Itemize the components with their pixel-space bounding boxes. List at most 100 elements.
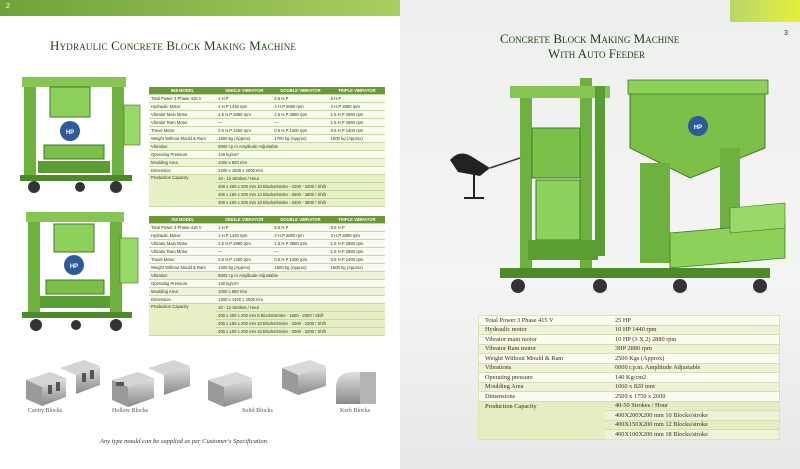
table-cell: Vibrator Ram Motor xyxy=(149,247,217,256)
table-cell: Vibrator Ram Motor xyxy=(149,118,217,127)
table-header-cell: DOUBLE VIBRATOR xyxy=(272,216,329,224)
machine-760-image: HP xyxy=(22,212,139,331)
table-row: Vibrator Ram Motor——1.5 H.P 2880 rpm xyxy=(149,247,385,256)
table-cell: 6000 r.p.m Amplitude Adjustable xyxy=(216,142,385,151)
table-cell: 1700 kg (Approx) xyxy=(272,134,329,143)
svg-text:HP: HP xyxy=(70,264,78,270)
spec-label: Vibrations xyxy=(485,364,512,372)
table-cell: — xyxy=(216,247,273,256)
table-cell: 400 x 200 x 200 mm 10 Blocks/stroke - 22… xyxy=(216,182,385,191)
block-types-image xyxy=(26,360,376,407)
table-cell: Total Power 3 Phase 415 V xyxy=(149,94,217,103)
table-header-cell: 760 MODEL xyxy=(149,216,217,224)
table-cell: 8.5 H.P xyxy=(328,223,385,232)
table-header-cell: 868 MODEL xyxy=(149,87,217,95)
left-page: 2 Hydraulic Concrete Block Making Machin… xyxy=(0,0,400,445)
spec-label: Operating pressure xyxy=(485,373,533,381)
table-cell: 10 - 12 Strokes / Hour xyxy=(216,303,385,312)
table-cell: 1000 x 680 mm xyxy=(216,287,385,296)
production-row: 400 x 100 x 200 mm 16 Blocks/stroke - 30… xyxy=(149,327,385,336)
table-cell: 400 x 150 x 200 mm 12 Blocks/stroke - 26… xyxy=(216,190,385,199)
spec-label: Dimensions xyxy=(485,392,516,400)
table-cell: 1 H.P 1440 rpm xyxy=(216,102,273,111)
spec-label: Total Power 3 Phase 415 V xyxy=(485,316,554,324)
table-cell: Vibrator Main Motor xyxy=(149,110,217,119)
table-cell: 1200 kg (Approx) xyxy=(216,263,273,272)
production-capacity-block: Production Capacity 40-50 Strokes / Hour… xyxy=(479,401,779,439)
spec-table-760: 760 MODEL SINGLE VIBRATOR DOUBLE VIBRATO… xyxy=(149,216,385,336)
block-caption: Cavity Blocks xyxy=(28,408,63,414)
svg-text:HP: HP xyxy=(694,125,702,131)
production-row: 400 x 100 x 200 mm 18 Blocks/stroke - 34… xyxy=(149,198,385,207)
table-cell: 6000 r.p.m Amplitude Adjustable xyxy=(216,271,385,280)
table-cell: 1 H.P xyxy=(216,223,273,232)
table-cell: 400 x 100 x 200 mm 18 Blocks/stroke - 34… xyxy=(216,198,385,207)
table-cell: 0.5 H.P 1400 rpm xyxy=(216,126,273,135)
table-cell: 3 H.P 2880 rpm xyxy=(328,102,385,111)
spec-value: 2500 x 1750 x 2600 xyxy=(615,392,666,400)
table-cell: 140 kg/cm² xyxy=(216,279,385,288)
production-row: 400 x 200 x 200 mm 8 Blocks/stroke - 180… xyxy=(149,311,385,320)
table-cell: Production Capacity xyxy=(149,174,217,207)
mould-note: Any type mould can be supplied as per Cu… xyxy=(100,438,269,445)
spec-value: 25 HP xyxy=(615,316,631,324)
table-cell: Operating Pressure xyxy=(149,279,217,288)
left-page-title: Hydraulic Concrete Block Making Machine xyxy=(50,38,297,53)
table-cell: 400 x 100 x 200 mm 16 Blocks/stroke - 30… xyxy=(216,327,385,336)
table-cell: 400 x 200 x 200 mm 8 Blocks/stroke - 180… xyxy=(216,311,385,320)
spec-value: 10 HP 1440 rpm xyxy=(615,326,657,334)
table-cell: Dimension xyxy=(149,295,217,304)
table-cell: 1800 x 1400 x 2000 mm xyxy=(216,295,385,304)
spec-row: Operating pressure 140 Kg/cm2 xyxy=(479,373,779,383)
table-cell: Production Capacity xyxy=(149,303,217,336)
table-cell: 1.5 H.P 2880 rpm xyxy=(328,110,385,119)
block-caption: Solid Blocks xyxy=(242,408,273,414)
spec-table-868: 868 MODEL SINGLE VIBRATOR DOUBLE VIBRATO… xyxy=(149,87,385,207)
production-line: 400X150X200 mm 12 Blocks/stroke xyxy=(605,421,779,430)
table-cell: 1.5 H.P 2880 rpm xyxy=(272,239,329,248)
spec-value: 140 Kg/cm2 xyxy=(615,373,647,381)
table-cell: 0.5 H.P 1400 rpm xyxy=(272,255,329,264)
spec-label: Hydraulic motor xyxy=(485,326,527,334)
spec-row: Hydraulic motor 10 HP 1440 rpm xyxy=(479,325,779,335)
table-cell: 1.5 H.P 2880 rpm xyxy=(328,118,385,127)
spec-label: Vibrator main motor xyxy=(485,335,537,343)
table-cell: 2200 x 1500 x 2000 mm xyxy=(216,166,385,175)
table-cell: 3 H.P 2880 rpm xyxy=(272,231,329,240)
table-cell: Weight Without Mould & Ram xyxy=(149,263,217,272)
table-cell: 6.5 H.P xyxy=(272,94,329,103)
table-cell: 1.5 H.P 2880 rpm xyxy=(328,247,385,256)
svg-text:HP: HP xyxy=(66,130,74,136)
table-cell: 1800 kg (Approx) xyxy=(328,134,385,143)
table-cell: — xyxy=(272,118,329,127)
auto-feeder-spec-table: Total Power 3 Phase 415 V 25 HP Hydraulic… xyxy=(478,315,780,440)
table-cell: Hydraulic Motor xyxy=(149,231,217,240)
right-title-line1: Concrete Block Making Machine xyxy=(500,31,680,46)
block-caption: Hollow Blocks xyxy=(112,408,149,414)
table-cell: 0.5 H.P 1400 rpm xyxy=(216,255,273,264)
machine-868-image: HP xyxy=(20,77,141,193)
table-cell: 0.5 H.P 1400 rpm xyxy=(328,126,385,135)
table-header-cell: DOUBLE VIBRATOR xyxy=(272,87,329,95)
spec-row: Dimensions 2500 x 1750 x 2600 xyxy=(479,392,779,402)
table-cell: — xyxy=(272,247,329,256)
table-cell: 10 - 12 Strokes / Hour xyxy=(216,174,385,183)
table-cell: Vibration xyxy=(149,271,217,280)
table-cell: 6.5 H.P xyxy=(272,223,329,232)
right-corner-accent xyxy=(730,0,800,22)
spec-value: 3HP 2880 rpm xyxy=(615,345,652,353)
spec-label: Weight Without Mould & Ram xyxy=(485,354,564,362)
table-cell: Moulding Area xyxy=(149,158,217,167)
production-label: Production Capacity xyxy=(485,402,537,410)
